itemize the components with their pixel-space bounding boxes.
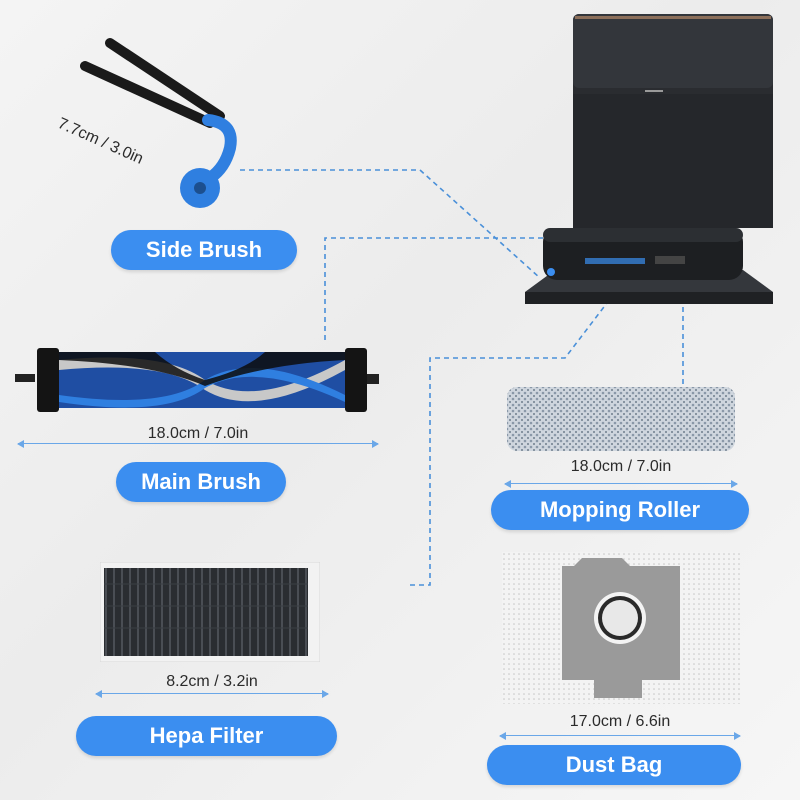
main-brush-size: 18.0cm / 7.0in bbox=[147, 425, 249, 442]
dust-bag-size: 17.0cm / 6.6in bbox=[569, 713, 671, 730]
hepa-filter-size: 8.2cm / 3.2in bbox=[166, 673, 258, 690]
side-brush-image bbox=[80, 38, 237, 208]
dust-bag-dimension-line bbox=[499, 732, 741, 740]
mopping-roller-label: Mopping Roller bbox=[491, 490, 749, 530]
main-brush-label: Main Brush bbox=[116, 462, 286, 502]
main-brush-image bbox=[15, 348, 379, 412]
side-brush-label: Side Brush bbox=[111, 230, 297, 270]
hepa-filter-label: Hepa Filter bbox=[76, 716, 337, 756]
dust-bag-label: Dust Bag bbox=[487, 745, 741, 785]
mopping-roller-size: 18.0cm / 7.0in bbox=[570, 458, 672, 475]
dust-bag-image bbox=[502, 552, 740, 704]
hepa-filter-image bbox=[100, 562, 320, 662]
hepa-filter-dimension-line bbox=[95, 690, 329, 698]
mopping-roller-image bbox=[507, 387, 735, 451]
mopping-roller-dimension-line bbox=[504, 480, 738, 488]
main-brush-dimension-line bbox=[17, 440, 379, 448]
docking-station-image bbox=[525, 14, 773, 304]
